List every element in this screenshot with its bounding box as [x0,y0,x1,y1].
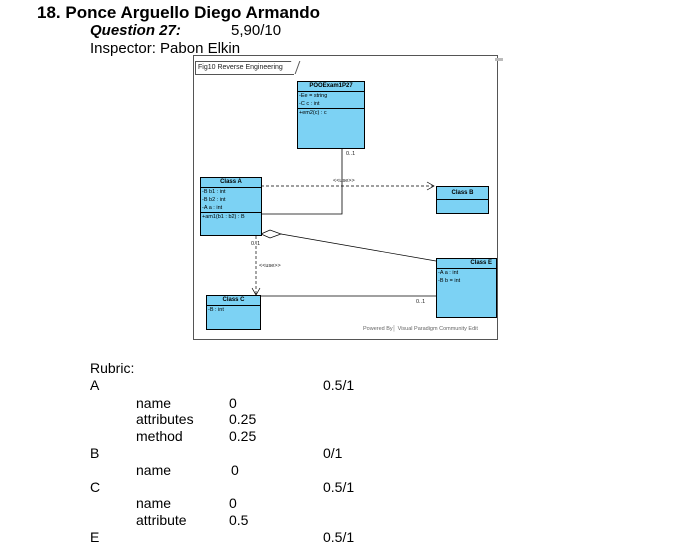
a-to-e-aggregation [280,233,437,262]
class-a-attr-0: -B b1 : int [202,189,226,195]
class-c-attr-0: -B : int [208,307,224,313]
rubric-b-total: 0/1 [323,445,343,461]
rubric-c-letter: C [90,479,101,495]
mult-c: 0..1 [416,299,426,305]
rubric-a-total: 0.5/1 [323,377,355,393]
rubric-a-item-value: 0.25 [229,411,257,427]
rubric-a-item-label: name [136,395,172,411]
class-a-name: Class A [201,178,261,188]
class-a-attributes: -B b1 : int -B b2 : int -A a : int [201,188,261,213]
class-a[interactable]: Class A -B b1 : int -B b2 : int -A a : i… [200,177,262,236]
class-e[interactable]: Class E -A a : int -B b = int [436,258,497,318]
question-label: Question 27: [90,22,181,39]
inspector-label: Inspector: Pabon Elkin [90,40,241,57]
class-c[interactable]: Class C -B : int [206,295,261,330]
class-e-name: Class E [437,259,496,269]
rubric-c-total: 0.5/1 [323,479,355,495]
rubric-b-item-value: 0 [231,462,239,478]
uml-diagram: Fig10 Reverse Engineering POOExam1P27 -E… [193,55,507,340]
relationship-lines [251,148,437,297]
aggregation-diamond [260,229,283,239]
class-a-attr-1: -B b2 : int [202,197,226,203]
rubric-c-item-value: 0.5 [229,512,249,528]
class-c-name: Class C [207,296,260,306]
class-e-attr-0: -A a : int [438,270,459,276]
frame-title: Fig10 Reverse Engineering [195,61,294,75]
student-title: 18. Ponce Arguello Diego Armando [37,3,321,22]
class-pooexam-attributes: -Ee = string -C c : int [298,92,364,109]
class-pooexam-attr-1: -C c : int [299,101,320,107]
question-score: 5,90/10 [231,22,282,39]
rubric-a-item-label: attributes [136,411,194,427]
mult-poo: 0..1 [346,151,356,157]
use-label-top: <<use>> [333,178,355,184]
class-a-attr-2: -A a : int [202,205,223,211]
rubric-e-total: 0.5/1 [323,529,355,545]
class-pooexam-name: POOExam1P27 [298,82,364,92]
class-pooexam-attr-0: -Ee = string [299,93,328,99]
rubric-a-item-label: method [136,428,183,444]
frame-edge [495,58,503,61]
rubric-b-item-label: name [136,462,172,478]
rubric-c-item-label: name [136,495,172,511]
rubric-a-letter: A [90,377,100,393]
class-b-name: Class B [437,187,488,200]
class-pooexam[interactable]: POOExam1P27 -Ee = string -C c : int +em2… [297,81,365,149]
powered-by-label: Powered By│ Visual Paradigm Community Ed… [363,326,478,332]
rubric-a-item-value: 0 [229,395,237,411]
rubric-c-item-label: attribute [136,512,187,528]
mult-a: 0..1 [251,241,261,247]
rubric-b-letter: B [90,445,100,461]
class-e-attr-1: -B b = int [438,278,461,284]
rubric-e-letter: E [90,529,100,545]
class-b[interactable]: Class B [436,186,489,214]
a-to-b-arrowhead [426,181,435,191]
rubric-c-item-value: 0 [229,495,237,511]
rubric-heading: Rubric: [90,360,135,376]
poo-to-a-line [261,148,343,215]
use-label-left: <<use>> [259,263,281,269]
class-a-method-0: +am1(b1 : b2) : B [202,214,245,220]
rubric-a-item-value: 0.25 [229,428,257,444]
class-pooexam-method-0: +em2(c) : c [299,110,327,116]
